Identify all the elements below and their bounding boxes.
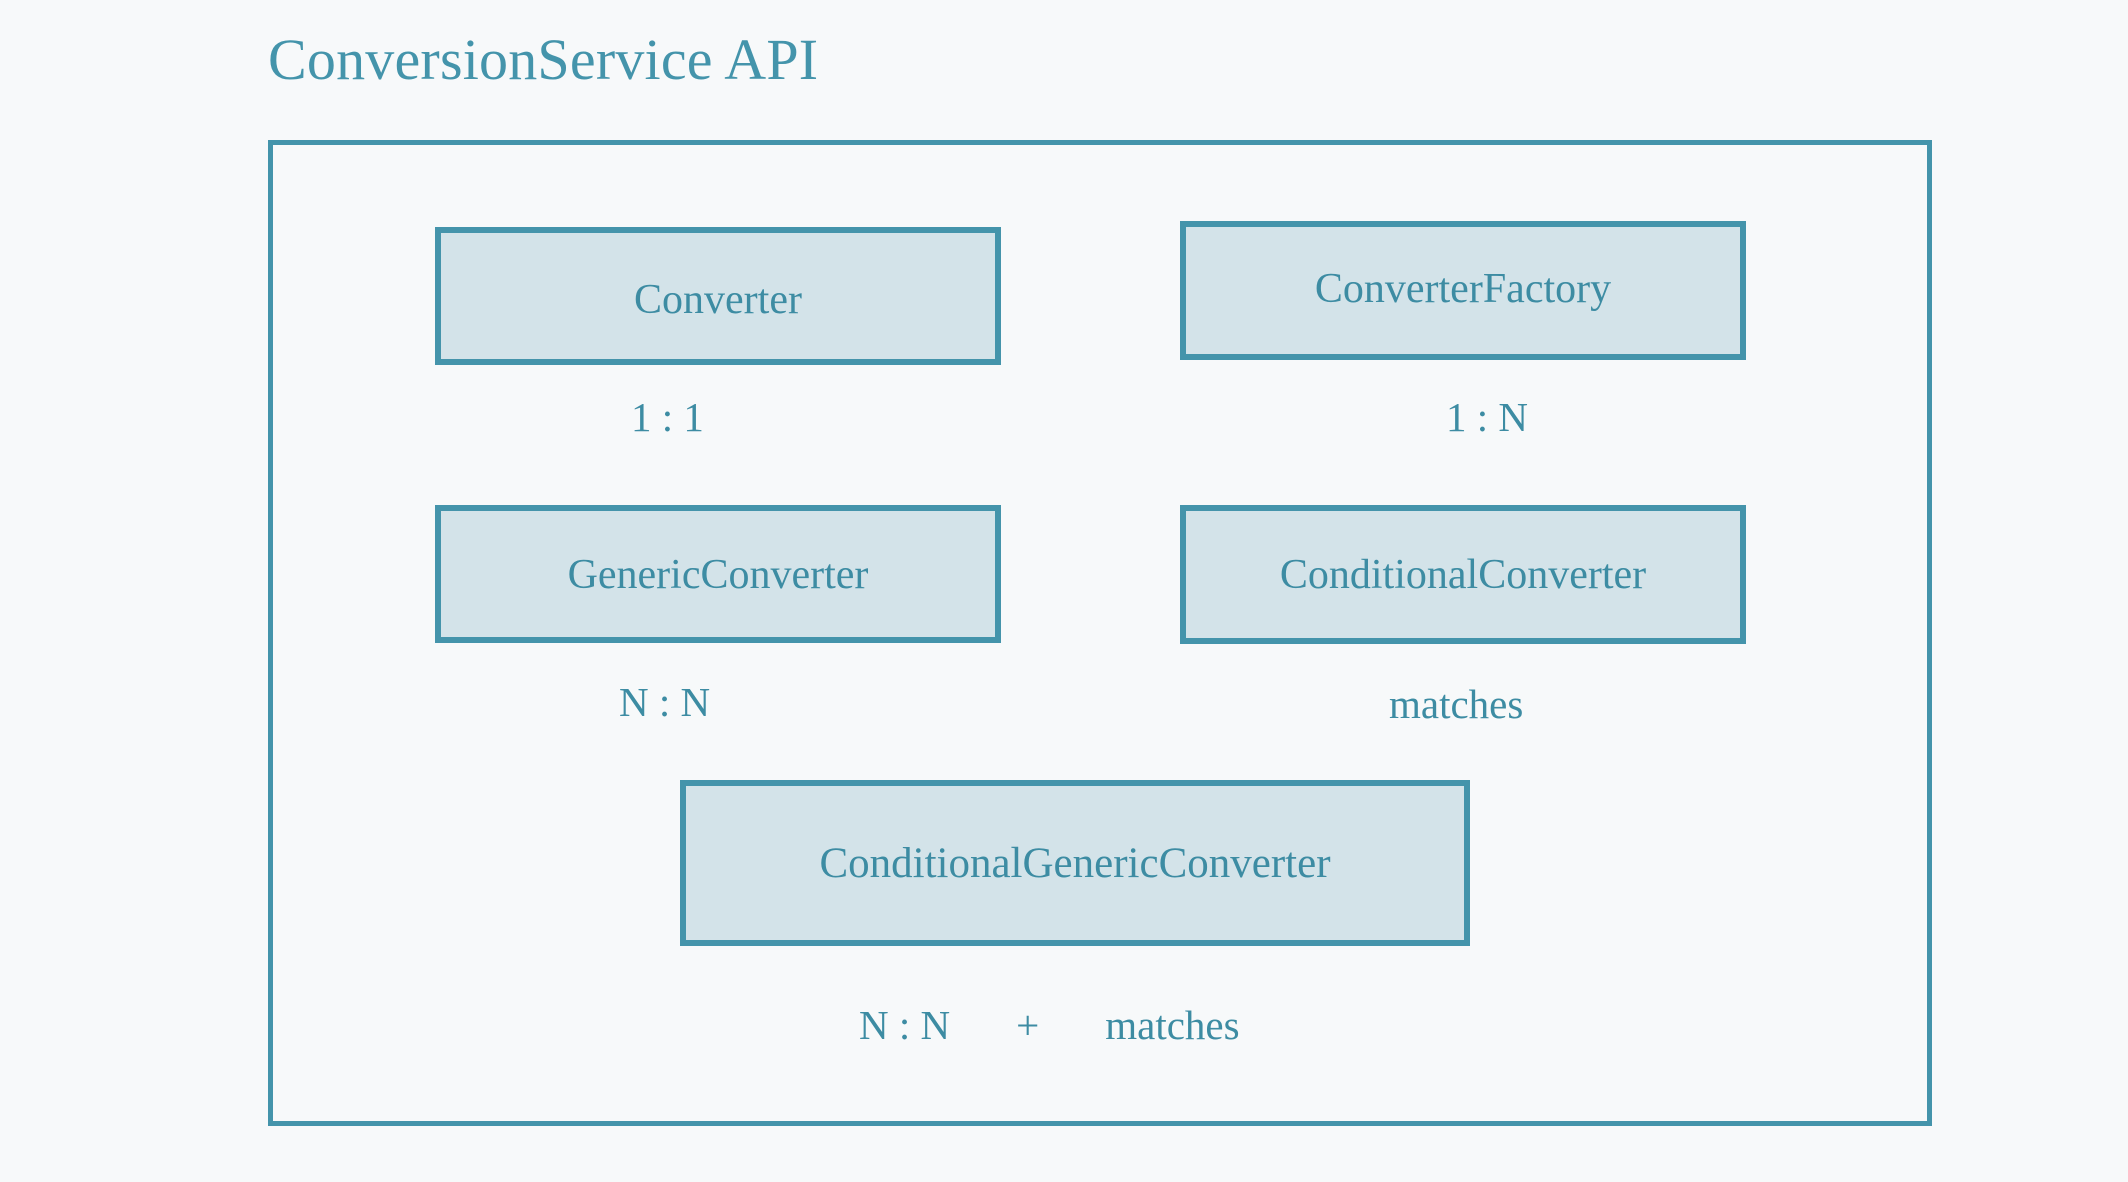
- conversion-service-container: Converter ConverterFactory 1 : 1 1 : N G…: [268, 140, 1932, 1126]
- node-generic-converter[interactable]: GenericConverter: [435, 505, 1001, 643]
- relation-bottom-operator: +: [1016, 1002, 1040, 1048]
- relation-label-converter-factory: 1 : N: [1446, 394, 1528, 440]
- relation-label-bottom: N : N + matches: [859, 1005, 1240, 1046]
- relation-bottom-left: N : N: [859, 1002, 951, 1048]
- page-title: ConversionService API: [268, 27, 819, 92]
- node-generic-converter-label: GenericConverter: [567, 552, 869, 598]
- node-converter[interactable]: Converter: [435, 227, 1001, 365]
- relation-label-conditional-converter: matches: [1389, 681, 1524, 727]
- node-converter-factory-label: ConverterFactory: [1314, 265, 1612, 312]
- node-conditional-generic-converter[interactable]: ConditionalGenericConverter: [680, 780, 1470, 946]
- relation-label-converter: 1 : 1: [631, 394, 704, 440]
- node-converter-label: Converter: [634, 277, 802, 323]
- relation-bottom-right: matches: [1105, 1002, 1240, 1048]
- node-conditional-converter[interactable]: ConditionalConverter: [1180, 505, 1746, 644]
- relation-label-generic-converter: N : N: [619, 679, 711, 725]
- node-conditional-generic-converter-label: ConditionalGenericConverter: [819, 839, 1331, 887]
- node-converter-factory[interactable]: ConverterFactory: [1180, 221, 1746, 360]
- node-conditional-converter-label: ConditionalConverter: [1279, 551, 1647, 598]
